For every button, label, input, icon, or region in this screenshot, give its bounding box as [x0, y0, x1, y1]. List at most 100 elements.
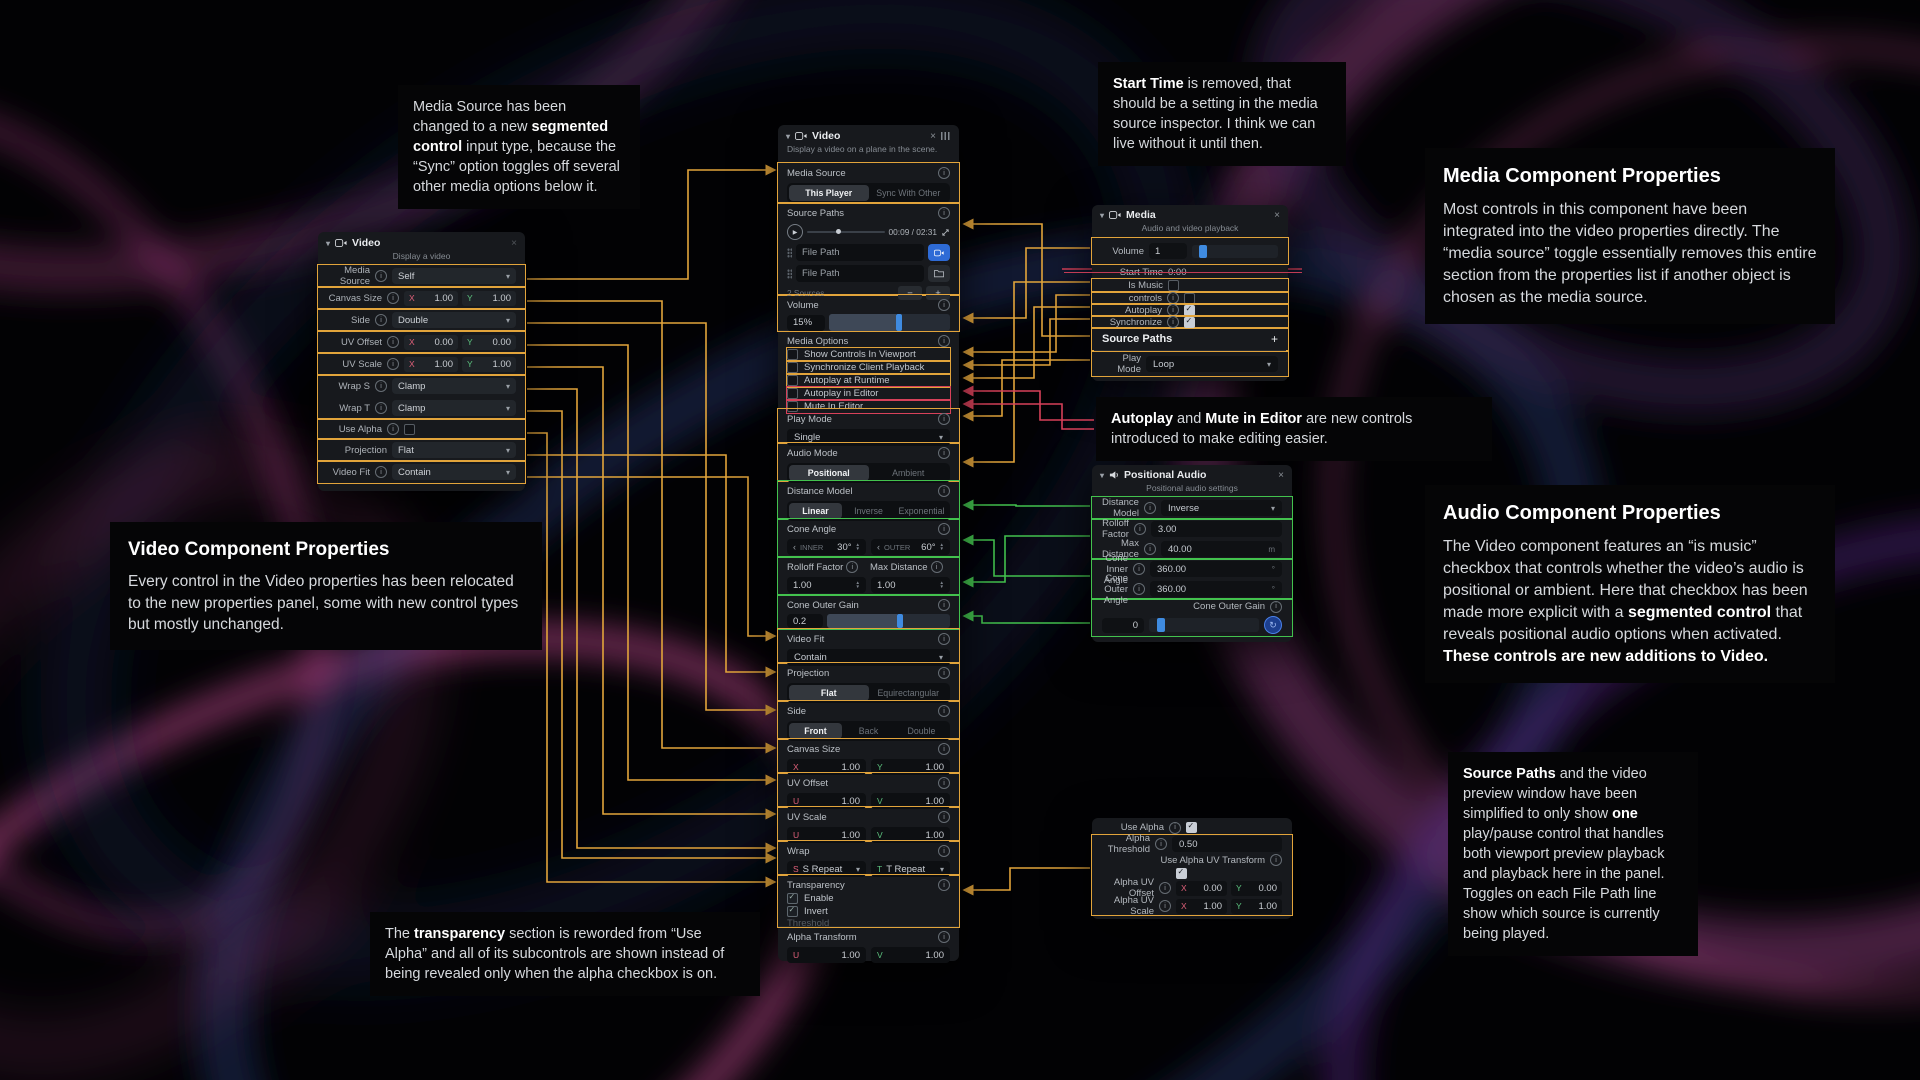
info-icon[interactable]	[1159, 882, 1171, 894]
max-distance-input[interactable]: 1.00	[871, 577, 950, 593]
collapse-chevron-icon[interactable]	[1100, 211, 1104, 220]
info-icon[interactable]	[387, 336, 399, 348]
info-icon[interactable]	[375, 270, 387, 282]
collapse-chevron-icon[interactable]	[326, 239, 330, 248]
stepper-icon[interactable]	[940, 543, 944, 551]
info-icon[interactable]	[1133, 563, 1145, 575]
rolloff-input[interactable]: 3.00	[1150, 521, 1282, 537]
add-source-button[interactable]: +	[926, 286, 950, 300]
use-alpha-checkbox[interactable]	[404, 423, 415, 435]
info-icon[interactable]	[938, 845, 950, 857]
media-source-segmented[interactable]: This Player Sync With Other	[787, 183, 950, 203]
info-icon[interactable]	[1143, 502, 1156, 514]
info-icon[interactable]	[938, 167, 950, 179]
segment-linear[interactable]: Linear	[789, 503, 842, 519]
gain-slider[interactable]	[827, 614, 950, 628]
info-icon[interactable]	[1167, 316, 1179, 328]
info-icon[interactable]	[930, 561, 943, 573]
volume-slider[interactable]	[1192, 244, 1278, 258]
volume-value[interactable]: 15%	[787, 314, 825, 331]
segment-inverse[interactable]: Inverse	[854, 506, 883, 516]
info-icon[interactable]	[938, 743, 950, 755]
wrap-t-dropdown[interactable]: Clamp	[392, 400, 516, 416]
info-icon[interactable]	[1167, 292, 1179, 304]
info-icon[interactable]	[375, 402, 387, 414]
info-icon[interactable]	[1270, 600, 1282, 613]
info-icon[interactable]	[938, 667, 950, 679]
info-icon[interactable]	[1143, 543, 1156, 555]
wrap-s-dropdown[interactable]: Clamp	[392, 378, 516, 394]
info-icon[interactable]	[938, 599, 950, 611]
stepper-icon[interactable]	[940, 581, 944, 589]
info-icon[interactable]	[938, 879, 950, 891]
add-source-icon[interactable]	[1271, 332, 1278, 346]
info-icon[interactable]	[387, 423, 399, 435]
checkbox[interactable]	[787, 349, 798, 360]
checkbox[interactable]	[787, 375, 798, 386]
gain-value[interactable]: 0.2	[787, 614, 823, 628]
checkbox-checked[interactable]	[787, 905, 798, 917]
info-icon[interactable]	[938, 485, 950, 497]
side-dropdown[interactable]: Double	[392, 312, 516, 328]
segment-ambient[interactable]: Ambient	[892, 468, 925, 478]
info-icon[interactable]	[1270, 854, 1282, 866]
segment-double[interactable]: Double	[907, 726, 936, 736]
info-icon[interactable]	[1169, 821, 1181, 834]
info-icon[interactable]	[1167, 304, 1179, 316]
play-button[interactable]	[787, 224, 803, 240]
audio-mode-segmented[interactable]: Positional Ambient	[787, 463, 950, 483]
segment-back[interactable]: Back	[858, 726, 879, 736]
segment-this-player[interactable]: This Player	[789, 185, 869, 201]
media-source-dropdown[interactable]: Self	[392, 268, 516, 284]
info-icon[interactable]	[938, 811, 950, 823]
uv-transform-checkbox[interactable]	[1176, 867, 1187, 879]
projection-dropdown[interactable]: Flat	[392, 442, 516, 458]
info-icon[interactable]	[938, 335, 950, 347]
info-icon[interactable]	[938, 299, 950, 311]
gain-value[interactable]: 0	[1102, 617, 1144, 633]
video-fit-dropdown[interactable]: Contain	[392, 464, 516, 480]
close-icon[interactable]	[1274, 210, 1280, 221]
rolloff-input[interactable]: 1.00	[787, 577, 866, 593]
controls-checkbox[interactable]	[1184, 292, 1195, 304]
info-icon[interactable]	[387, 292, 399, 304]
info-icon[interactable]	[938, 523, 950, 535]
synchronize-checkbox[interactable]	[1184, 316, 1195, 328]
segment-sync-with-other[interactable]: Sync With Other	[876, 188, 941, 198]
volume-value[interactable]: 1	[1149, 243, 1187, 259]
info-icon[interactable]	[1133, 583, 1145, 595]
info-icon[interactable]	[375, 314, 387, 326]
info-icon[interactable]	[387, 358, 399, 370]
segment-exponential[interactable]: Exponential	[898, 506, 945, 516]
segment-flat[interactable]: Flat	[789, 685, 869, 701]
info-icon[interactable]	[938, 447, 950, 459]
side-segmented[interactable]: Front Back Double	[787, 721, 950, 741]
expand-icon[interactable]	[941, 228, 950, 237]
volume-slider[interactable]	[829, 314, 950, 331]
active-source-toggle[interactable]	[928, 244, 950, 261]
drag-grip-icon[interactable]	[787, 247, 792, 258]
distance-model-dropdown[interactable]: Inverse	[1160, 500, 1282, 516]
info-icon[interactable]	[938, 777, 950, 789]
close-icon[interactable]	[1278, 470, 1284, 481]
checkbox[interactable]	[787, 388, 798, 399]
checkbox[interactable]	[787, 362, 798, 373]
